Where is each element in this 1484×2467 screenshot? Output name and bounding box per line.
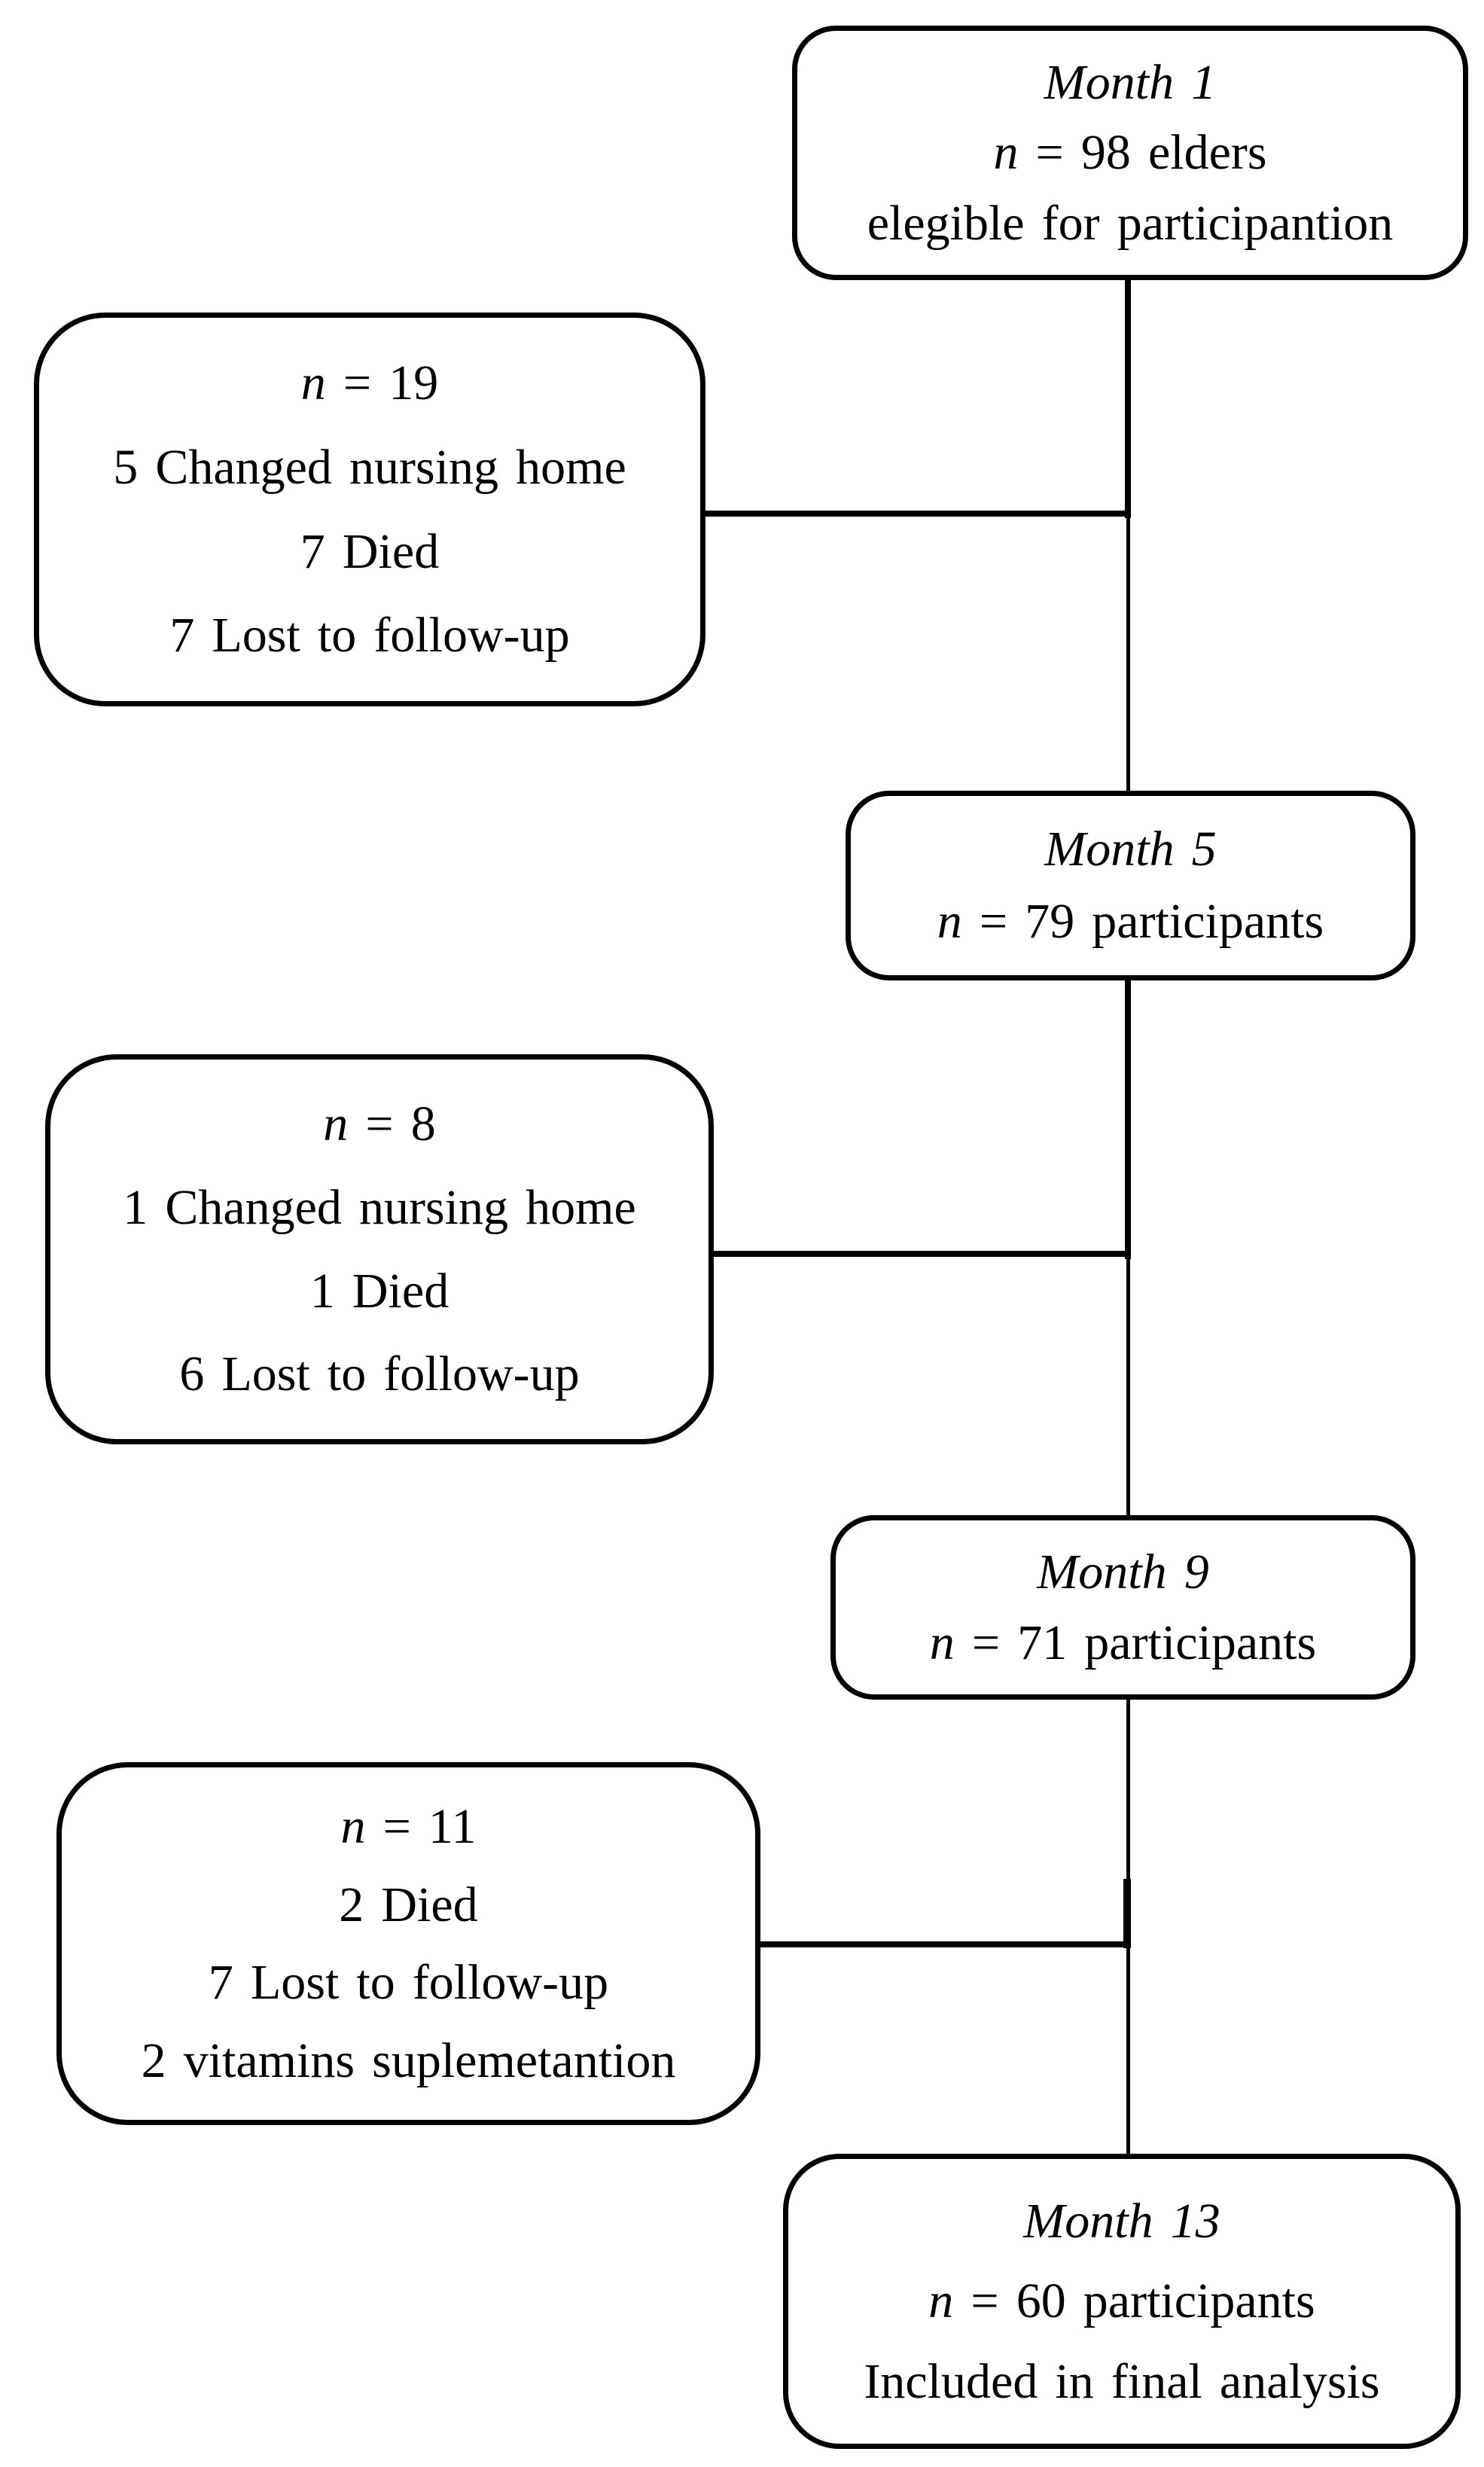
dropout-1-reason: 7 Died: [300, 523, 440, 579]
month-5-box: Month 5 n = 79 participants: [846, 791, 1415, 980]
month-5-count-line: n = 79 participants: [937, 895, 1324, 947]
dropout-2-count-text: = 8: [348, 1096, 436, 1152]
month-9-box: Month 9 n = 71 participants: [830, 1515, 1415, 1700]
month-1-count-text: = 98 elders: [1018, 125, 1267, 181]
dropout-2-count-line: n = 8: [323, 1098, 435, 1150]
n-symbol: n: [993, 125, 1019, 181]
month-13-box: Month 13 n = 60 participants Included in…: [783, 2154, 1461, 2449]
connector-vertical-month9-month13-stub: [1123, 1879, 1131, 1948]
dropout-1-box: n = 19 5 Changed nursing home 7 Died 7 L…: [34, 313, 705, 706]
month-5-count-text: = 79 participants: [961, 894, 1324, 950]
dropout-1-reason: 5 Changed nursing home: [113, 440, 626, 496]
n-symbol: n: [323, 1096, 349, 1152]
n-symbol: n: [340, 1799, 366, 1855]
connector-vertical-month1-month5-upper: [1125, 278, 1131, 518]
dropout-1-reason: 7 Lost to follow-up: [169, 608, 570, 663]
month-9-title: Month 9: [1037, 1545, 1209, 1600]
n-symbol: n: [300, 355, 326, 411]
n-symbol: n: [928, 2273, 954, 2329]
month-9-count-text: = 71 participants: [954, 1615, 1317, 1670]
connector-vertical-month1-month5-lower: [1126, 515, 1130, 794]
dropout-3-reason: 2 vitamins suplemetantion: [141, 2032, 676, 2088]
month-5-title: Month 5: [1044, 822, 1217, 877]
month-1-subtitle: elegible for participantion: [867, 195, 1394, 251]
n-symbol: n: [937, 894, 962, 950]
dropout-3-reason: 2 Died: [339, 1877, 478, 1932]
connector-horizontal-dropout1: [702, 511, 1128, 517]
connector-horizontal-dropout2: [711, 1251, 1128, 1257]
dropout-1-count-line: n = 19: [301, 357, 438, 409]
month-13-subtitle: Included in final analysis: [864, 2354, 1380, 2410]
connector-vertical-month5-month9-lower: [1126, 1254, 1130, 1518]
dropout-2-reason: 1 Changed nursing home: [123, 1180, 636, 1236]
dropout-1-count-text: = 19: [325, 355, 439, 411]
dropout-2-box: n = 8 1 Changed nursing home 1 Died 6 Lo…: [45, 1054, 714, 1444]
month-13-title: Month 13: [1023, 2193, 1220, 2249]
month-13-count-line: n = 60 participants: [928, 2275, 1315, 2327]
dropout-2-reason: 6 Lost to follow-up: [179, 1346, 580, 1402]
month-13-count-text: = 60 participants: [953, 2273, 1315, 2329]
month-9-count-line: n = 71 participants: [929, 1615, 1317, 1670]
n-symbol: n: [929, 1615, 955, 1670]
month-1-box: Month 1 n = 98 elders elegible for parti…: [792, 26, 1468, 280]
dropout-3-count-line: n = 11: [341, 1801, 477, 1853]
dropout-3-count-text: = 11: [365, 1799, 477, 1855]
dropout-3-reason: 7 Lost to follow-up: [208, 1955, 609, 2011]
dropout-3-box: n = 11 2 Died 7 Lost to follow-up 2 vita…: [56, 1762, 760, 2125]
month-1-count-line: n = 98 elders: [993, 127, 1266, 178]
month-1-title: Month 1: [1044, 55, 1217, 111]
connector-vertical-month5-month9-upper: [1125, 977, 1131, 1259]
connector-horizontal-dropout3: [760, 1941, 1128, 1947]
dropout-2-reason: 1 Died: [309, 1263, 449, 1319]
connector-vertical-month9-month13-upper: [1126, 1697, 1130, 1947]
connector-vertical-month9-month13-lower: [1126, 1944, 1130, 2157]
